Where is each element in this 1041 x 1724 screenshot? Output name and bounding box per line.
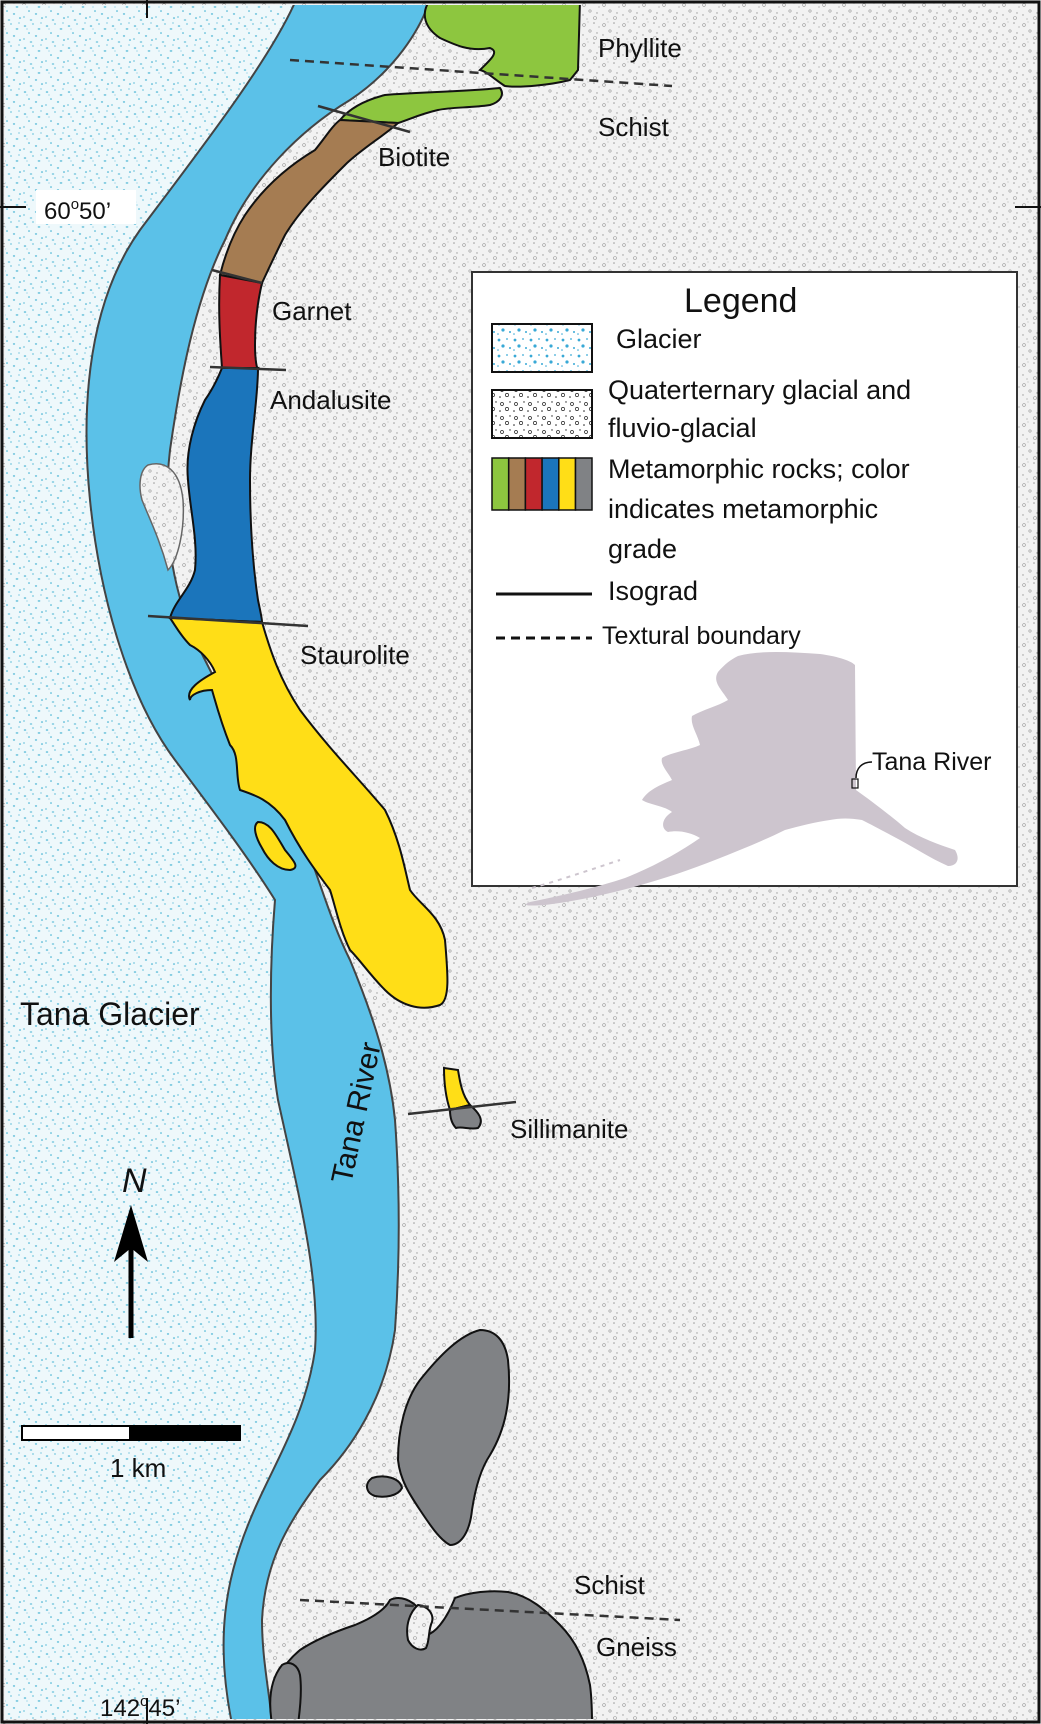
- sillimanite-small-outcrop: [366, 1475, 404, 1498]
- textural-boundary-phyllite-schist: [289, 58, 673, 88]
- alaska-location-pointer-icon: [855, 761, 873, 779]
- label-phyllite: Phyllite: [598, 33, 682, 63]
- latitude-label: 60o50’: [44, 196, 111, 225]
- label-biotite: Biotite: [378, 142, 450, 172]
- label-schist-bottom: Schist: [574, 1570, 646, 1600]
- sillimanite-outcrop-gray: [448, 1103, 482, 1130]
- phyllite-zone-lower: [337, 86, 503, 125]
- isograd-garnet: [211, 268, 263, 285]
- sillimanite-large-outcrop: [396, 1328, 511, 1547]
- isograd-andalusite: [209, 365, 287, 372]
- label-staurolite: Staurolite: [300, 640, 410, 670]
- label-tana-glacier: Tana Glacier: [20, 996, 200, 1032]
- scale-bar: 1 km: [21, 1425, 241, 1483]
- scale-bar-white-segment: [21, 1425, 131, 1441]
- north-arrow-head-icon: [114, 1205, 148, 1262]
- garnet-zone: [218, 273, 264, 370]
- textural-boundary-schist-gneiss: [299, 1598, 681, 1622]
- gneiss-left-lobe: [269, 1662, 302, 1719]
- isograd-staurolite: [147, 614, 309, 628]
- label-garnet: Garnet: [272, 296, 352, 326]
- legend-glacier-swatch: [491, 323, 593, 373]
- legend-metamorphic-text-1: Metamorphic rocks; color: [608, 454, 910, 484]
- legend-title: Legend: [684, 282, 797, 320]
- label-gneiss: Gneiss: [596, 1632, 677, 1662]
- alaska-inset: Tana River: [525, 652, 992, 906]
- scale-bar-label: 1 km: [110, 1453, 166, 1483]
- staurolite-outcrop: [254, 820, 297, 872]
- river-sandbar: [139, 463, 185, 572]
- legend-swatch-biotite: [507, 457, 527, 511]
- alaska-inset-label: Tana River: [872, 748, 992, 776]
- legend-quaternary-text-2: fluvio-glacial: [608, 413, 757, 443]
- latitude-label-bg: [36, 190, 136, 224]
- gneiss-inlet: [406, 1603, 434, 1651]
- north-arrow-label: N: [122, 1162, 147, 1200]
- legend: Legend Glacier Quaterternary glacial and…: [471, 271, 1018, 906]
- legend-swatch-sillimanite: [574, 457, 593, 511]
- phyllite-zone: [423, 5, 581, 88]
- legend-swatch-staurolite: [558, 457, 577, 511]
- scale-bar-black-segment: [129, 1425, 241, 1441]
- andalusite-zone: [168, 367, 264, 624]
- legend-swatch-andalusite: [541, 457, 560, 511]
- staurolite-zone: [167, 616, 449, 1009]
- legend-glacier-text: Glacier: [616, 324, 702, 354]
- legend-metamorphic-text-3: grade: [608, 534, 677, 564]
- label-andalusite: Andalusite: [270, 385, 391, 415]
- alaska-shape: [525, 652, 958, 906]
- legend-isograd-text: Isograd: [608, 576, 698, 606]
- label-schist-top: Schist: [598, 112, 670, 142]
- north-arrow: N: [114, 1162, 148, 1338]
- legend-swatch-garnet: [524, 457, 543, 511]
- legend-textural-text: Textural boundary: [602, 622, 801, 650]
- alaska-aleutians: [531, 859, 621, 889]
- longitude-label: 142o45’: [100, 1693, 180, 1722]
- legend-metamorphic-text-2: indicates metamorphic: [608, 494, 878, 524]
- legend-metamorphic-swatch: [491, 457, 593, 511]
- legend-quaternary-swatch: [491, 389, 593, 439]
- isograds: [147, 104, 517, 1116]
- isograd-sillimanite: [407, 1100, 517, 1116]
- legend-quaternary-text-1: Quaterternary glacial and: [608, 375, 911, 405]
- isograd-biotite: [317, 104, 411, 134]
- alaska-location-marker-icon: [851, 778, 859, 789]
- legend-swatch-phyllite: [491, 457, 510, 511]
- label-sillimanite: Sillimanite: [510, 1114, 629, 1144]
